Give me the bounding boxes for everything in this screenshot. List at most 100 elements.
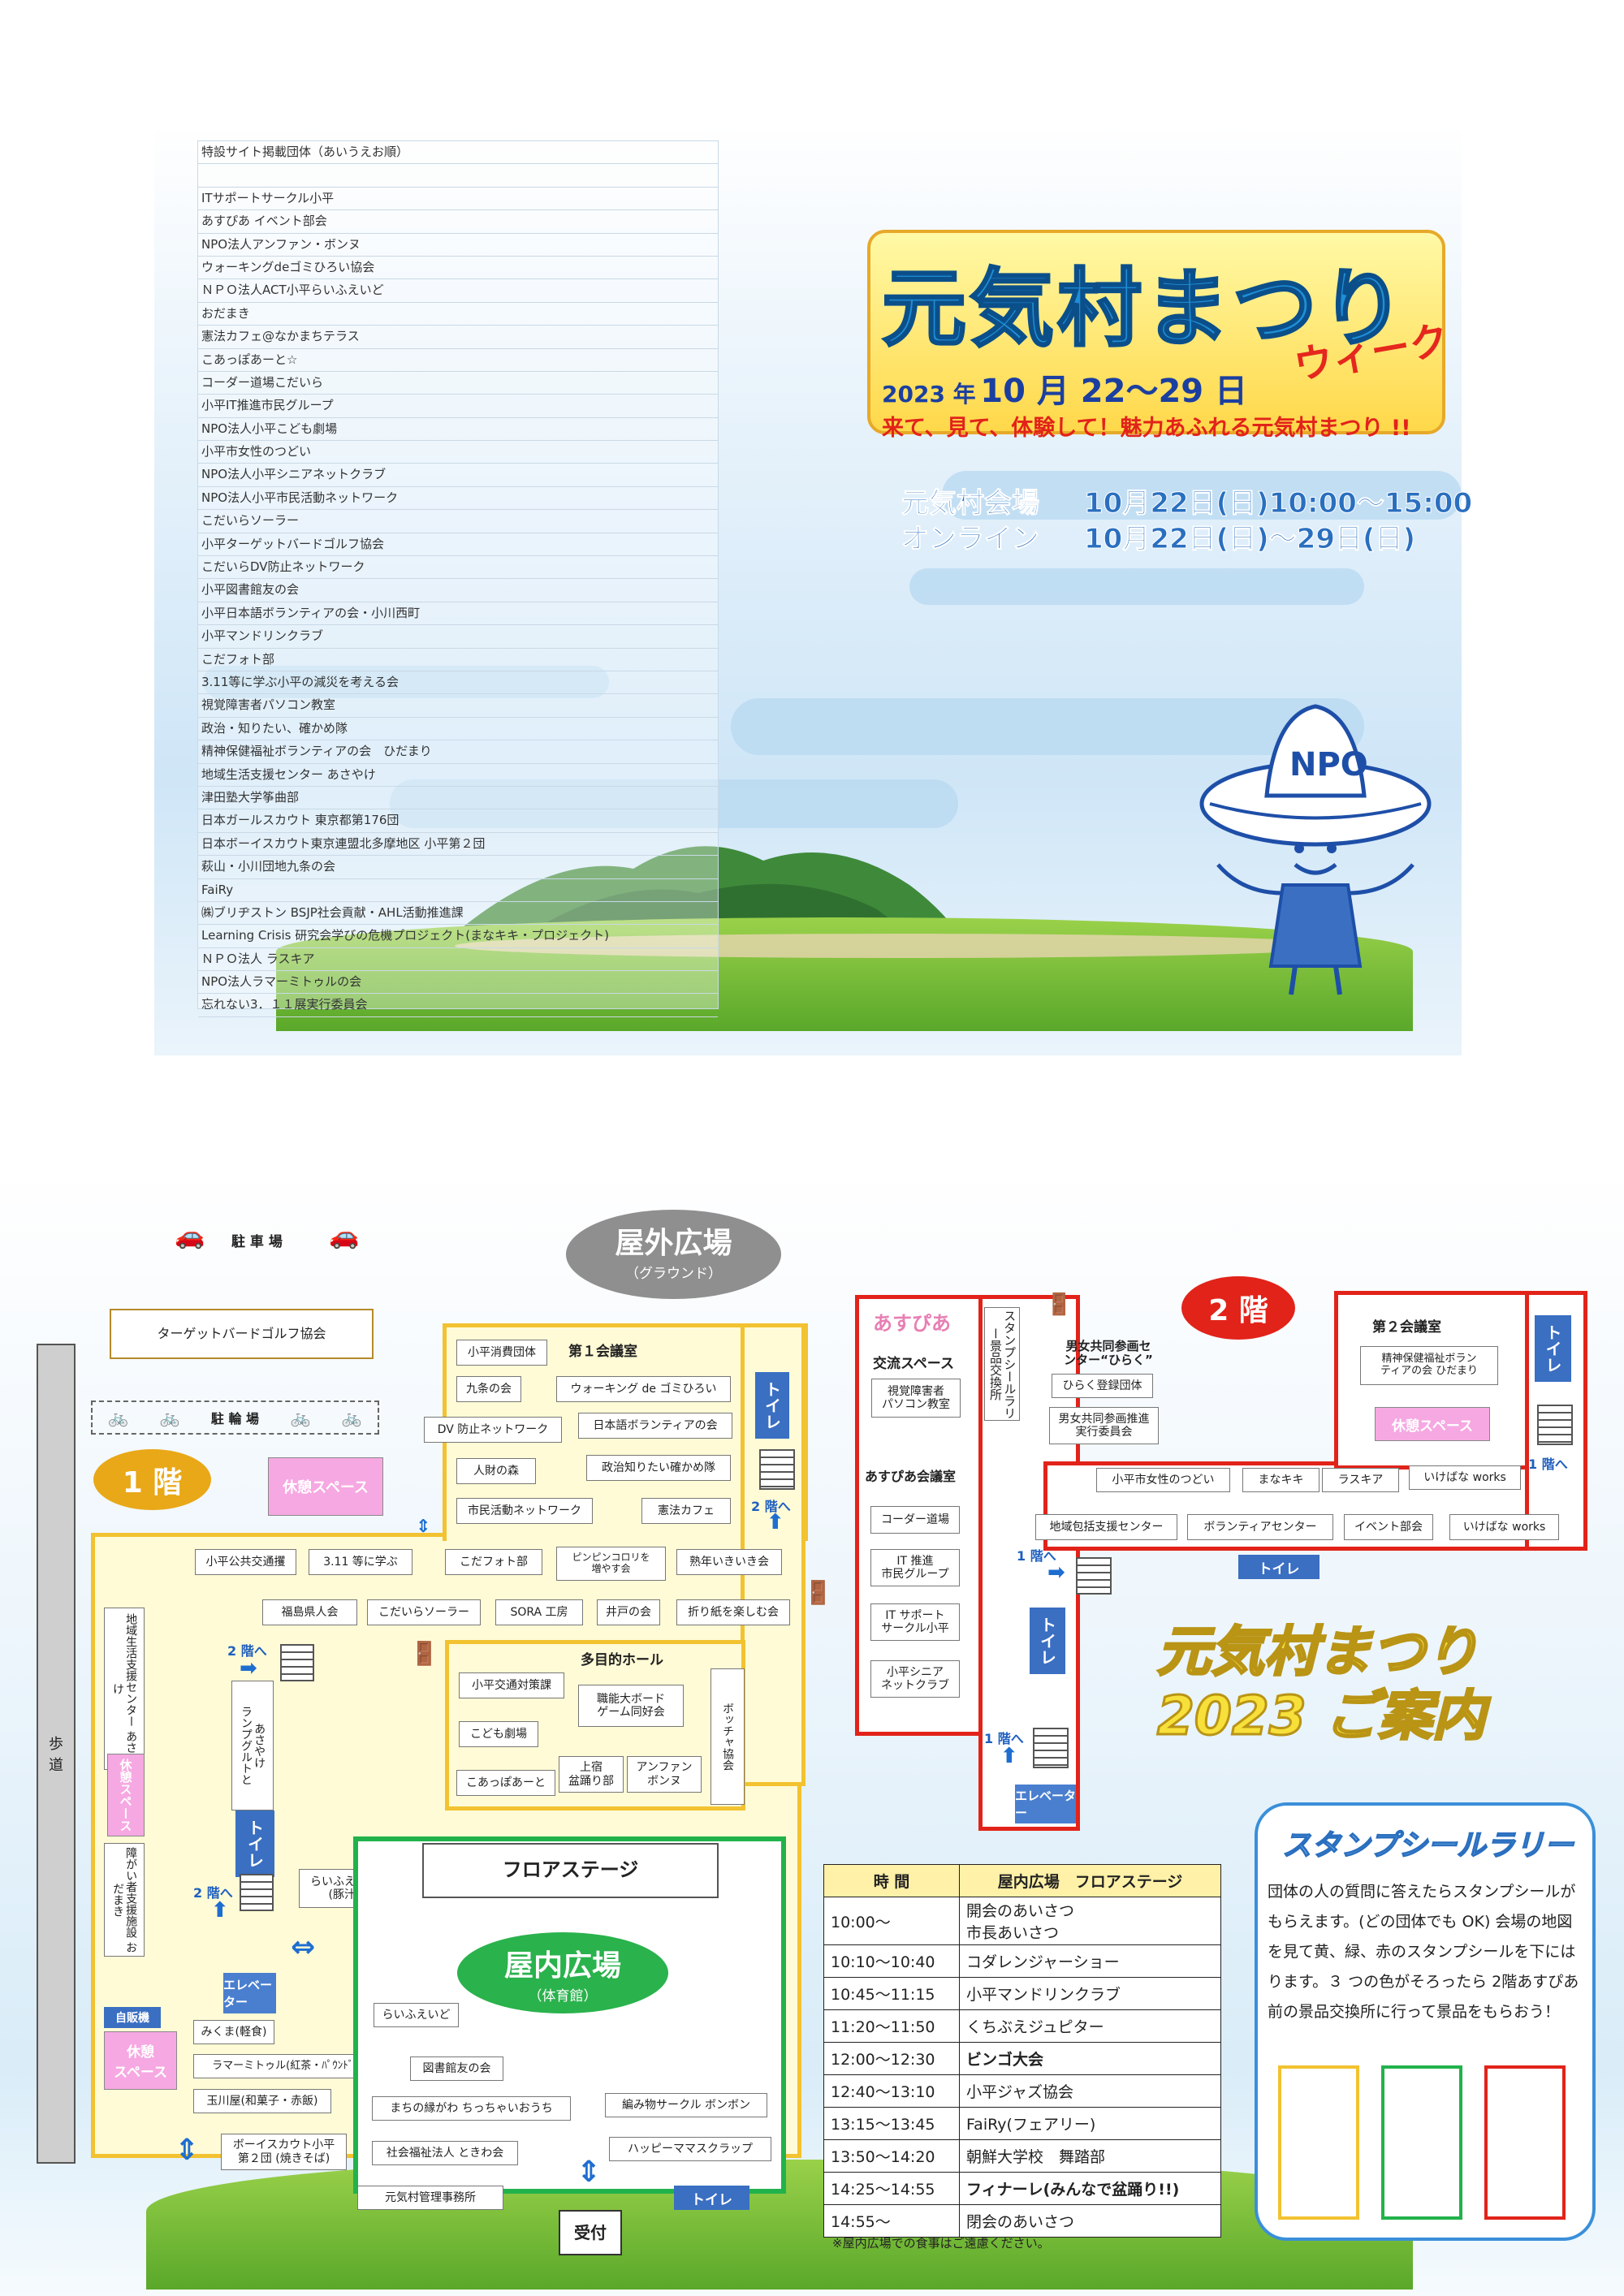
group-list-item: こだいらソーラー [198, 510, 718, 533]
group-list-item: こだいらDV防止ネットワーク [198, 556, 718, 580]
venue-name-2: オンライン [901, 523, 1040, 556]
stairs-icon [280, 1644, 314, 1681]
schedule-time: 10:45〜11:15 [823, 1977, 960, 2010]
indoor-title: 屋内広場 [503, 1949, 621, 1983]
group-list-item: 小平ターゲットバードゴルフ協会 [198, 533, 718, 557]
gender-committee: 男女共同参画推進 実行委員会 [1049, 1407, 1159, 1444]
bicycle-icon: 🚲 [108, 1408, 129, 1427]
indoor-sub: （体育館） [528, 1988, 598, 2005]
schedule-time: 13:50〜14:20 [823, 2139, 960, 2173]
vending-machine: 自販機 [104, 2007, 161, 2028]
schedule-time: 10:00〜 [823, 1897, 960, 1945]
schedule-time: 12:00〜12:30 [823, 2042, 960, 2075]
hall-item: ピンピンコロリを 増やす会 [556, 1547, 666, 1581]
schedule-header-time: 時 間 [823, 1864, 960, 1897]
schedule-program: 開会のあいさつ 市長あいさつ [959, 1897, 1221, 1945]
toilet-indoor: トイレ [674, 2186, 749, 2210]
asupia-label: あすぴあ [873, 1312, 951, 1335]
hall-item: 福島県人会 [262, 1599, 357, 1625]
venue-time-1: 10月22日(日)10:00〜15:00 [1083, 487, 1473, 520]
toilet-floor1-left: トイレ [235, 1810, 274, 1877]
exchange-space-label: 交流スペース [873, 1356, 954, 1372]
group-list-item: 小平IT推進市民グループ [198, 395, 718, 418]
group-list-item: 小平日本語ボランティアの会・小川西町 [198, 602, 718, 626]
schedule-program: コダレンジャーショー [959, 1944, 1221, 1978]
cloud-streak [942, 471, 1462, 520]
corridor-item: 小平市女性のつどい [1096, 1468, 1230, 1492]
multi-hall-item: 上宿 盆踊り部 [559, 1756, 624, 1793]
arrow-up-icon: ⬆ [767, 1510, 784, 1534]
multi-hall-item: こあっぽあーと [456, 1770, 555, 1796]
festival-dates: 2023 年 10 月 22〜29 日 [882, 365, 1247, 412]
schedule-program: ビンゴ大会 [959, 2042, 1221, 2075]
to1f-label: 1 階へ [1528, 1457, 1568, 1472]
group-list-item: NPO法人ラマーミトゥルの会 [198, 971, 718, 995]
parking-top-label: 駐 車 場 [231, 1234, 283, 1250]
stamp-rally-text: 団体の人の質問に答えたらスタンプシールがもらえます。(どの団体でも OK) 会場… [1268, 1883, 1579, 2022]
bocci-association: ボッチャ協会 [710, 1668, 745, 1805]
hall-item: SORA 工房 [495, 1599, 583, 1625]
schedule-program: 閉会のあいさつ [959, 2204, 1221, 2238]
hall-item: 熟年いきいき会 [676, 1549, 782, 1575]
to2f-label: 2 階へ [227, 1643, 267, 1659]
toilet-floor2-center: トイレ [1030, 1608, 1065, 1674]
floor-stage: フロアステージ [422, 1843, 719, 1898]
room1-item: 市民活動ネットワーク [456, 1498, 593, 1524]
corridor-item: まなキキ [1242, 1468, 1320, 1492]
floor2-badge: 2 階 [1181, 1276, 1295, 1340]
room1-label: 第１会議室 [568, 1344, 637, 1360]
arrow-updown-icon: ⇕ [577, 2156, 602, 2189]
schedule-row: 10:00〜開会のあいさつ 市長あいさつ [823, 1897, 1221, 1945]
asupia-room-item: 小平シニア ネットクラブ [870, 1660, 960, 1698]
indoor-item: らいふえいど [374, 2003, 459, 2027]
schedule-program: 小平マンドリンクラブ [959, 1977, 1221, 2010]
cloud-streak [390, 779, 958, 828]
toilet-floor2-right: トイレ [1535, 1315, 1571, 1382]
corridor-item: イベント部会 [1344, 1514, 1433, 1540]
npo-mascot-illustration: NPO [1199, 704, 1432, 995]
venue-name-1: 元気村会場 [901, 487, 1040, 520]
group-list-item: 日本ボーイスカウト東京連盟北多摩地区 小平第２団 [198, 833, 718, 857]
floor1-badge: 1 階 [93, 1449, 211, 1510]
asupia-room-label: あすぴあ会議室 [865, 1469, 957, 1484]
schedule-row: 14:55〜閉会のあいさつ [823, 2204, 1221, 2238]
schedule-program: フィナーレ(みんなで盆踊り!!) [959, 2172, 1221, 2205]
festival-year: 2023 年 [882, 381, 976, 408]
sidewalk: 歩 道 [37, 1344, 76, 2164]
path-graphic [455, 934, 1348, 958]
schedule-time: 13:15〜13:45 [823, 2107, 960, 2140]
group-list-item: コーダー道場こだいら [198, 372, 718, 395]
schedule-header-stage: 屋内広場 フロアステージ [959, 1864, 1221, 1897]
outdoor-plaza-badge: 屋外広場 （グラウンド） [566, 1210, 781, 1299]
group-list-item: ITサポートサークル小平 [198, 188, 718, 211]
group-list-item: ウォーキングdeゴミひろい協会 [198, 257, 718, 280]
rest-space-2: 休憩 スペース [104, 2031, 177, 2090]
stamp-box [1484, 2065, 1566, 2220]
catch-phrase: 来て、見て、体験して！魅力あふれる元気村まつり !! [882, 416, 1411, 441]
corridor-item: いけばな works [1409, 1465, 1521, 1490]
group-list-item: 萩山・小川団地九条の会 [198, 856, 718, 879]
indoor-plaza-badge: 屋内広場 （体育館） [457, 1932, 668, 2013]
room1-item: 憲法カフェ [641, 1498, 731, 1524]
multi-hall-item: 小平交通対策課 [459, 1672, 564, 1698]
car-icon: 🚗 [175, 1222, 205, 1250]
elevator-floor1: エレベーター [223, 1973, 276, 2013]
schedule-program: 朝鮮大学校 舞踏部 [959, 2139, 1221, 2173]
hall-item: 井戸の会 [597, 1599, 660, 1625]
stairs-icon [1537, 1405, 1573, 1445]
left-col-item: 地域生活支援センター あさやけ [104, 1608, 145, 1770]
group-list-item: NPO法人アンファン・ボンヌ [198, 234, 718, 257]
group-list-item: FaiRy [198, 879, 718, 902]
schedule-time: 14:25〜14:55 [823, 2172, 960, 2205]
rest-space-vertical: 休憩スペース [107, 1754, 145, 1836]
food-stall: 玉川屋(和菓子・赤飯) [193, 2089, 331, 2113]
bicycle-icon: 🚲 [341, 1408, 362, 1427]
group-list-item: 津田塾大学筝曲部 [198, 787, 718, 810]
group-list-item: こあっぽあーと☆ [198, 349, 718, 372]
blind-pc-room: 視覚障害者 パソコン教室 [871, 1379, 961, 1418]
to2f-label: 2 階へ [751, 1499, 791, 1514]
group-list-item: 小平マンドリンクラブ [198, 625, 718, 649]
